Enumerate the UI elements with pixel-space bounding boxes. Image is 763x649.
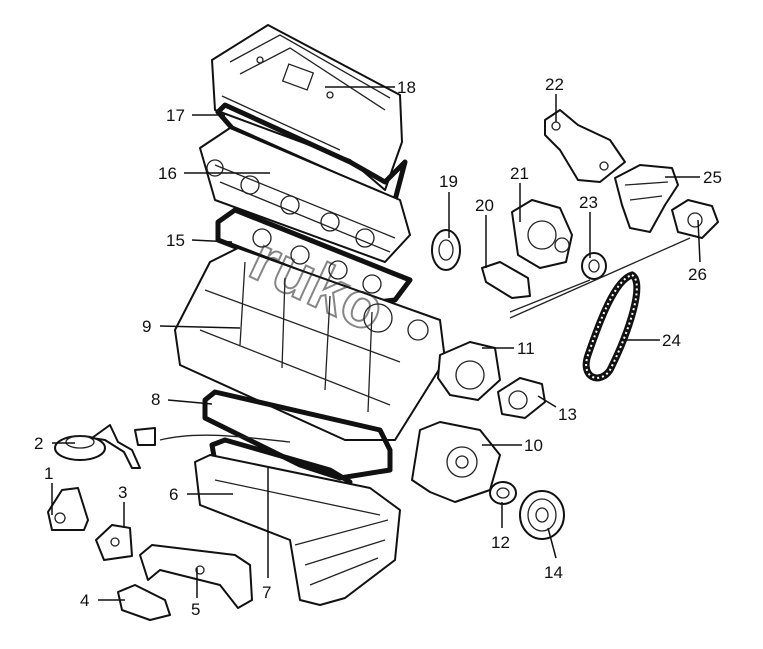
part-25-engine-mount bbox=[614, 164, 679, 233]
part-21-alternator bbox=[511, 199, 573, 269]
part-6-oil-pan bbox=[194, 454, 401, 606]
callout-3: 3 bbox=[118, 483, 127, 502]
callout-11: 11 bbox=[517, 339, 535, 358]
part-5-stiffener bbox=[139, 544, 253, 609]
part-14-crank-pulley bbox=[519, 490, 565, 540]
part-26-mount-rubber bbox=[671, 199, 719, 239]
callout-8: 8 bbox=[151, 390, 160, 409]
callout-25: 25 bbox=[703, 168, 722, 187]
part-4-small-bracket bbox=[117, 584, 171, 621]
callout-6: 6 bbox=[169, 485, 178, 504]
callout-18: 18 bbox=[397, 78, 416, 97]
part-2-oil-strainer bbox=[54, 424, 156, 469]
callout-23: 23 bbox=[579, 193, 598, 212]
callout-14: 14 bbox=[544, 563, 563, 582]
callout-4: 4 bbox=[80, 591, 89, 610]
part-9-cylinder-block bbox=[174, 247, 446, 441]
part-8-pan-gasket bbox=[202, 389, 393, 481]
part-12-roller bbox=[489, 481, 517, 505]
callout-24: 24 bbox=[662, 331, 681, 350]
callout-15: 15 bbox=[166, 231, 185, 250]
callout-19: 19 bbox=[439, 172, 458, 191]
part-23-idler bbox=[581, 252, 607, 280]
part-19-pulley bbox=[431, 229, 461, 271]
leader-lines bbox=[51, 86, 701, 601]
callout-2: 2 bbox=[34, 434, 43, 453]
part-11-water-pump bbox=[437, 341, 501, 401]
guide-lines bbox=[159, 237, 691, 443]
callout-12: 12 bbox=[491, 533, 510, 552]
part-1-engine-mount bbox=[47, 487, 89, 531]
callout-13: 13 bbox=[558, 405, 577, 424]
part-24-timing-belt bbox=[582, 271, 641, 382]
part-3-bracket bbox=[95, 524, 133, 561]
part-18-head-cover bbox=[211, 24, 403, 191]
part-10-pump-housing bbox=[411, 421, 501, 503]
callout-16: 16 bbox=[158, 164, 177, 183]
part-13-tensioner bbox=[497, 377, 546, 419]
callout-17: 17 bbox=[166, 106, 185, 125]
part-15-head-gasket bbox=[215, 207, 413, 305]
callout-1: 1 bbox=[44, 464, 53, 483]
part-22-mount-bracket bbox=[544, 109, 626, 183]
callout-26: 26 bbox=[688, 265, 707, 284]
callout-10: 10 bbox=[524, 436, 543, 455]
callout-22: 22 bbox=[545, 75, 564, 94]
callout-7: 7 bbox=[262, 583, 271, 602]
part-16-cylinder-head bbox=[199, 127, 411, 263]
callout-5: 5 bbox=[191, 600, 200, 619]
callout-9: 9 bbox=[142, 317, 151, 336]
callout-20: 20 bbox=[475, 196, 494, 215]
callout-labels: 1 2 3 4 5 6 7 8 9 10 11 12 13 14 15 16 1… bbox=[34, 75, 722, 619]
part-20-sensor bbox=[481, 261, 531, 299]
callout-21: 21 bbox=[510, 164, 529, 183]
